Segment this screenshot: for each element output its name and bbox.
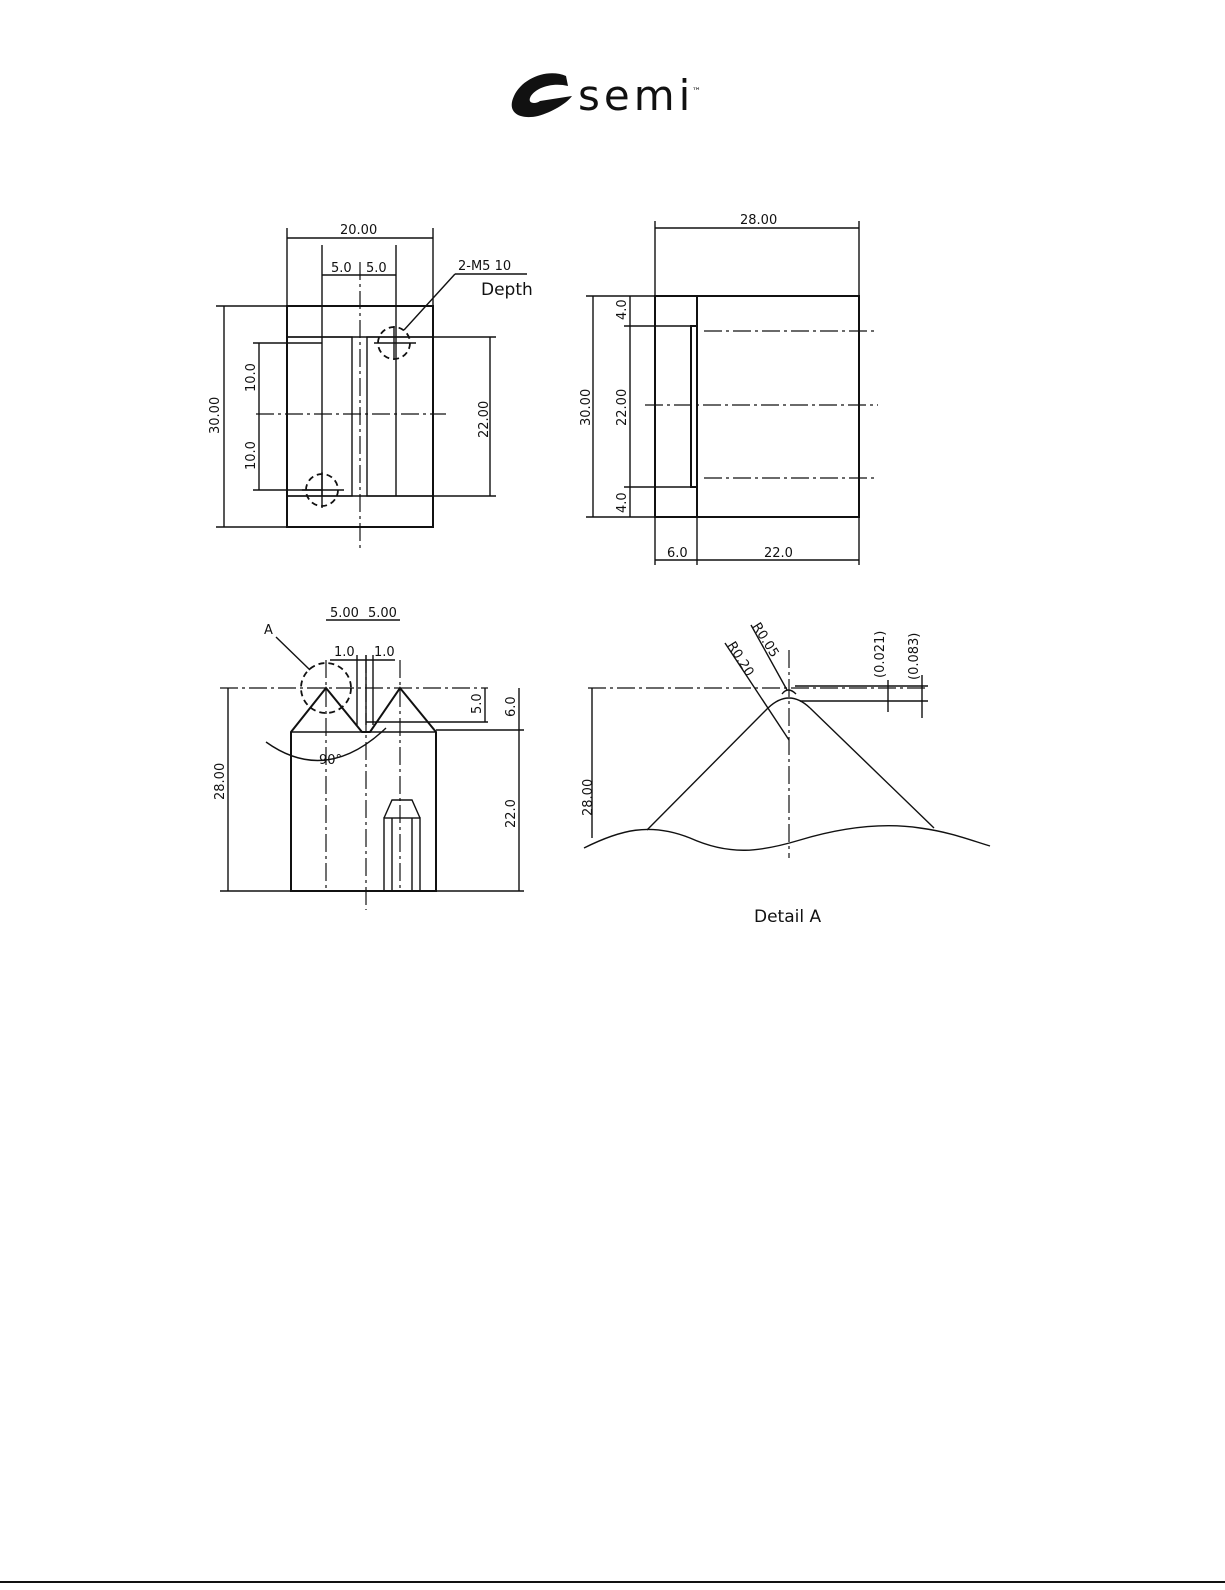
dim-width-20: 20.00 (340, 223, 377, 238)
semi-logo-text: semi (578, 71, 694, 120)
thread-hole-top (374, 326, 416, 360)
trademark-symbol: ™ (692, 87, 701, 97)
dim-height-28: 28.00 (213, 763, 228, 800)
callout-thread: 2-M5 10 (458, 259, 511, 274)
wavy-break-line (584, 826, 990, 851)
semi-logo: semi ™ (512, 71, 701, 120)
dim-offset-0083: (0.083) (907, 633, 922, 680)
dim-slot-22: 22.00 (615, 389, 630, 426)
bottom-left-view: A 5.00 5.00 1.0 1.0 90° 28.00 5.0 6.0 22… (213, 606, 524, 910)
dim-lower-10: 10.0 (244, 441, 259, 470)
dim-peak-6: 6.0 (504, 696, 519, 717)
dim-height-30: 30.00 (579, 389, 594, 426)
dim-top-step-4: 4.0 (615, 299, 630, 320)
dim-body-22: 22.0 (764, 546, 793, 561)
callout-depth: Depth (481, 280, 533, 300)
dim-tip-5: 5.0 (470, 693, 485, 714)
dim-upper-10: 10.0 (244, 363, 259, 392)
dim-flange-6: 6.0 (667, 546, 688, 561)
dim-left-5: 5.0 (331, 261, 352, 276)
right-slot (367, 337, 433, 496)
dim-height-30: 30.00 (208, 397, 223, 434)
dim-slot-22: 22.00 (477, 401, 492, 438)
detail-a-caption: Detail A (754, 907, 821, 927)
dim-height-28: 28.00 (581, 779, 596, 816)
dim-offset-0021: (0.021) (873, 631, 888, 678)
dim-left-5: 5.00 (330, 606, 359, 621)
front-profile (291, 688, 436, 891)
dim-bottom-step-4: 4.0 (615, 492, 630, 513)
dim-gap-right-1: 1.0 (374, 645, 395, 660)
angle-90: 90° (319, 753, 342, 768)
side-profile (655, 296, 697, 517)
semi-logo-mark (512, 73, 572, 117)
radius-r020: R0.20 (724, 639, 757, 679)
dim-width-28: 28.00 (740, 213, 777, 228)
dim-gap-left-1: 1.0 (334, 645, 355, 660)
dim-body-22: 22.0 (504, 799, 519, 828)
radius-r005: R0.05 (749, 620, 782, 660)
dim-right-5: 5.00 (368, 606, 397, 621)
detail-a-view: R0.05 R0.20 (0.021) (0.083) 28.00 Detail… (581, 620, 990, 927)
top-right-view: 28.00 30.00 4.0 22.00 4.0 6.0 22.0 (579, 213, 878, 565)
detail-marker-a: A (264, 623, 273, 638)
dim-right-5: 5.0 (366, 261, 387, 276)
bore (384, 818, 420, 891)
top-left-view: 20.00 5.0 5.0 2-M5 10 Depth 30.00 10.0 1… (208, 223, 533, 552)
left-slot (287, 337, 352, 496)
